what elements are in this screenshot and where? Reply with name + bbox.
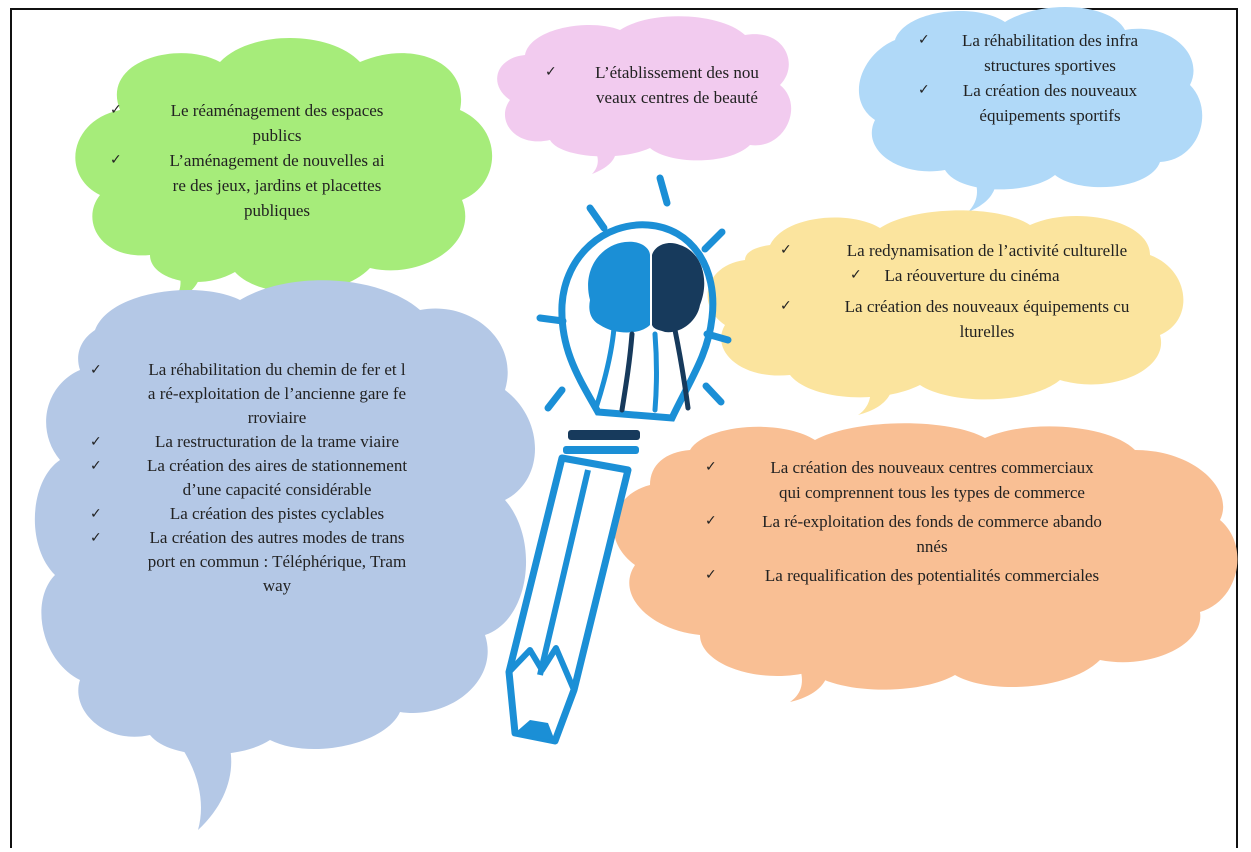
yellow-cloud-text: ✓ La redynamisation de l’activité cultur… xyxy=(780,238,1160,344)
check-mark-icon: ✓ xyxy=(90,506,102,522)
pink-cloud-text: ✓ L’établissement des nou veaux centres … xyxy=(545,60,775,110)
list-item: ✓ La restructuration de la trame viaire xyxy=(90,430,430,454)
list-item: ✓ L’établissement des nou veaux centres … xyxy=(545,60,775,110)
check-mark-icon: ✓ xyxy=(90,434,102,450)
check-mark-icon: ✓ xyxy=(780,242,792,258)
check-mark-icon: ✓ xyxy=(705,513,717,529)
pencil-icon xyxy=(505,454,632,745)
light-blue-cloud-text: ✓ La réhabilitation des infra structures… xyxy=(918,28,1148,128)
steel-blue-cloud-text: ✓ La réhabilitation du chemin de fer et … xyxy=(90,358,430,598)
check-mark-icon: ✓ xyxy=(545,64,557,80)
check-mark-icon: ✓ xyxy=(850,267,862,283)
list-item: ✓ La création des autres modes de trans … xyxy=(90,528,407,595)
list-item: ✓ La requalification des potentialités c… xyxy=(705,563,1125,588)
check-mark-icon: ✓ xyxy=(918,82,930,98)
list-item: ✓ La création des nouveaux équipements c… xyxy=(780,294,1160,344)
list-item: ✓ La réhabilitation du chemin de fer et … xyxy=(90,360,407,427)
check-mark-icon: ✓ xyxy=(90,458,102,474)
list-item: ✓ La création des nouveaux centres comme… xyxy=(705,455,1125,505)
check-mark-icon: ✓ xyxy=(780,298,792,314)
list-item: ✓ Le réaménagement des espaces publics xyxy=(110,98,410,148)
green-cloud-text: ✓ Le réaménagement des espaces publics ✓… xyxy=(110,98,410,223)
list-item: ✓ La ré-exploitation des fonds de commer… xyxy=(705,509,1125,559)
check-mark-icon: ✓ xyxy=(110,102,122,118)
check-mark-icon: ✓ xyxy=(110,152,122,168)
check-mark-icon: ✓ xyxy=(90,362,102,378)
list-item: ✓ La réhabilitation des infra structures… xyxy=(918,28,1148,78)
steel-blue-cloud xyxy=(34,280,535,830)
check-mark-icon: ✓ xyxy=(705,567,717,583)
light-blue-cloud xyxy=(858,7,1203,212)
list-item: ✓ L’aménagement de nouvelles ai re des j… xyxy=(110,148,410,223)
check-mark-icon: ✓ xyxy=(705,459,717,475)
list-item: ✓ La redynamisation de l’activité cultur… xyxy=(780,238,1160,263)
check-mark-icon: ✓ xyxy=(918,32,930,48)
check-mark-icon: ✓ xyxy=(90,530,102,546)
lightbulb-brain-icon xyxy=(536,174,732,454)
yellow-cloud xyxy=(707,210,1184,415)
list-item: ✓ La création des pistes cyclables xyxy=(90,502,430,526)
orange-cloud-text: ✓ La création des nouveaux centres comme… xyxy=(705,455,1125,588)
figure-frame xyxy=(10,8,1238,848)
list-item: ✓ La création des aires de stationnement… xyxy=(90,456,408,499)
pink-cloud xyxy=(497,16,792,174)
list-item: ✓ La création des nouveaux équipements s… xyxy=(918,78,1148,128)
list-item: ✓ La réouverture du cinéma xyxy=(850,263,1060,288)
orange-cloud xyxy=(613,423,1238,702)
